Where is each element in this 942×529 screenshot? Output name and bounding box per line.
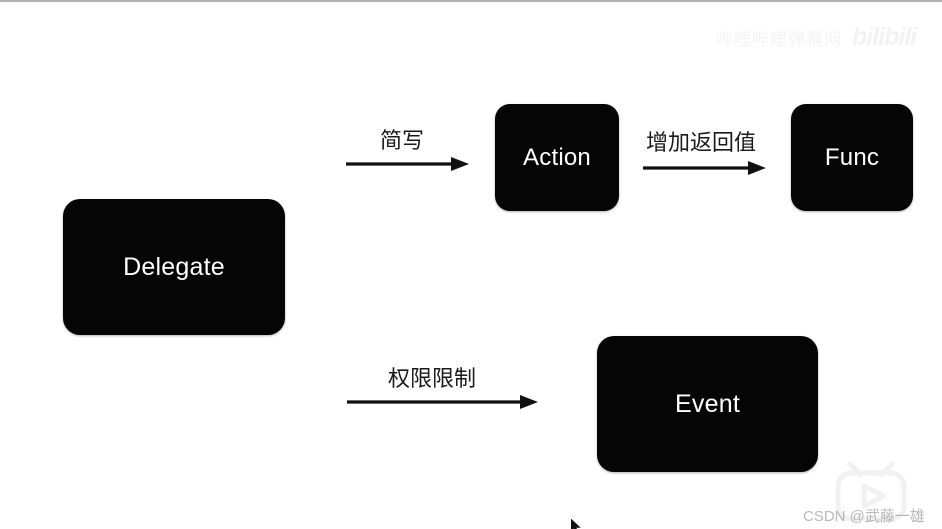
arrow-label-zengjia-fanhuizhi: 增加返回值 xyxy=(646,130,757,155)
arrow-action-to-func xyxy=(643,158,767,178)
arrow-label-quanxian-xianzhi: 权限限制 xyxy=(388,366,477,391)
mouse-pointer-icon xyxy=(571,519,582,529)
node-delegate[interactable]: Delegate xyxy=(63,199,285,335)
bilibili-watermark-brand: bilibili xyxy=(852,22,917,51)
csdn-attribution: CSDN @武藤一雄 xyxy=(803,508,925,525)
arrow-label-jianxie: 简写 xyxy=(380,128,425,153)
node-event-label: Event xyxy=(675,389,740,418)
node-func-label: Func xyxy=(824,143,880,171)
bilibili-tv-play-logo-icon xyxy=(833,457,909,523)
node-action-label: Action xyxy=(523,143,591,171)
arrow-delegate-to-action xyxy=(346,154,470,174)
bilibili-watermark-top: 哔哩哔哩弹幕网 bilibili xyxy=(716,20,934,54)
node-func[interactable]: Func xyxy=(791,104,913,211)
node-event[interactable]: Event xyxy=(597,336,818,472)
node-delegate-label: Delegate xyxy=(123,252,225,281)
node-action[interactable]: Action xyxy=(495,104,619,211)
arrow-delegate-to-event xyxy=(347,392,539,412)
bilibili-watermark-text: 哔哩哔哩弹幕网 xyxy=(716,29,842,49)
